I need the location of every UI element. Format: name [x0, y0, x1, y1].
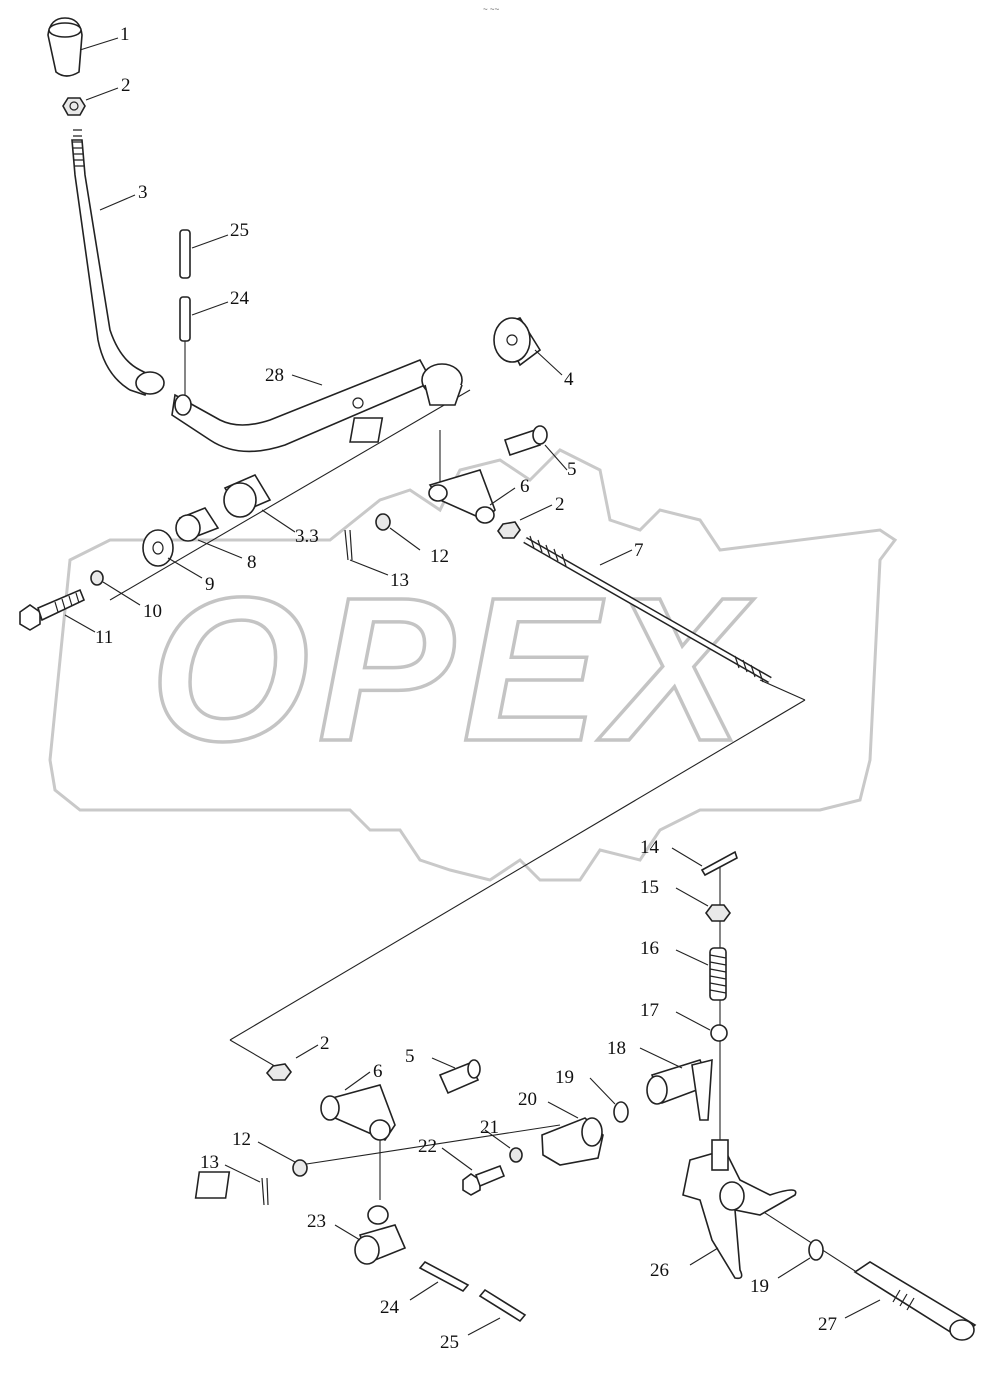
callout-2-mid: 2 [555, 494, 565, 515]
callout-labels: 1 2 3 25 24 28 4 5 6 2 3.3 8 9 10 11 12 … [95, 24, 837, 1353]
part-13-cotter-top [344, 529, 353, 561]
callout-5: 5 [567, 459, 577, 480]
callout-9: 9 [205, 574, 215, 595]
callout-28: 28 [265, 365, 284, 386]
callout-19: 19 [555, 1067, 574, 1088]
part-15-nut [705, 904, 731, 922]
callout-19-lower: 19 [750, 1276, 769, 1297]
callout-12: 12 [430, 546, 449, 567]
part-25-pin-top [179, 229, 191, 279]
leader-lines [64, 37, 881, 1336]
part-19-washer-lower [808, 1239, 824, 1261]
watermark: OPEX [48, 448, 898, 882]
part-8-spacer [175, 507, 220, 542]
callout-1: 1 [120, 24, 130, 45]
part-27-rail [853, 1261, 977, 1341]
part-3-lever [71, 129, 165, 397]
part-2-nut-top [62, 97, 86, 116]
callout-15: 15 [640, 877, 659, 898]
part-5-bolt-top [503, 425, 548, 457]
part-11-bolt [19, 588, 86, 631]
callout-11: 11 [95, 627, 113, 648]
callout-14: 14 [640, 837, 660, 858]
callout-3-3: 3.3 [295, 526, 319, 547]
callout-5-lower: 5 [405, 1046, 415, 1067]
top-mark: ~ ~~ [483, 5, 500, 14]
callout-12-lower: 12 [232, 1129, 251, 1150]
callout-2-lower: 2 [320, 1033, 330, 1054]
callout-7: 7 [634, 540, 644, 561]
part-20-flange [541, 1117, 604, 1166]
callout-27: 27 [818, 1314, 837, 1335]
part-10-washer [90, 570, 104, 586]
callout-24-lower: 24 [380, 1297, 400, 1318]
part-16-spring [709, 947, 727, 1001]
callout-6: 6 [520, 476, 530, 497]
callout-16: 16 [640, 938, 659, 959]
part-2-nut-lower [265, 1063, 292, 1081]
part-12-washer-lower [292, 1159, 308, 1177]
callout-2: 2 [121, 75, 131, 96]
part-19-washer [613, 1101, 629, 1123]
callout-3: 3 [138, 182, 148, 203]
part-25-pin-lower [478, 1288, 527, 1323]
watermark-gear-outline [48, 448, 898, 882]
watermark-text: OPEX [150, 555, 754, 784]
callout-25: 25 [230, 220, 249, 241]
part-6-clevis-lower [320, 1084, 396, 1142]
callout-10: 10 [143, 601, 162, 622]
part-4-bushing [493, 317, 542, 367]
callout-23: 23 [307, 1211, 326, 1232]
part-9-washer [142, 529, 174, 567]
callout-13: 13 [390, 570, 409, 591]
callout-13-lower: 13 [200, 1152, 219, 1173]
callout-22: 22 [418, 1136, 437, 1157]
part-26-fork [682, 1139, 797, 1280]
part-6-clevis-top [428, 469, 496, 524]
part-23-arm [194, 1171, 407, 1265]
callout-17: 17 [640, 1000, 659, 1021]
callout-8: 8 [247, 552, 257, 573]
part-1-knob [47, 17, 83, 77]
callout-24: 24 [230, 288, 250, 309]
part-28-arm-clevis [349, 363, 463, 443]
part-22-bolt [462, 1164, 506, 1196]
callout-21: 21 [480, 1117, 499, 1138]
part-13-cotter-lower [261, 1177, 269, 1206]
callout-20: 20 [518, 1089, 537, 1110]
callout-18: 18 [607, 1038, 626, 1059]
callout-25-lower: 25 [440, 1332, 459, 1353]
part-17-ball [710, 1024, 728, 1042]
part-5-bolt-lower [438, 1059, 481, 1095]
callout-6-lower: 6 [373, 1061, 383, 1082]
part-7-threaded-rod [523, 535, 772, 684]
part-24-pin-lower [418, 1260, 470, 1293]
assembly-lines [109, 340, 901, 1301]
part-24-pin-top [179, 296, 191, 342]
part-21-washer [509, 1147, 523, 1163]
part-18-selector-shaft [646, 1058, 713, 1121]
part-14-cotter-pin [700, 850, 738, 877]
callout-26: 26 [650, 1260, 669, 1281]
callout-4: 4 [564, 369, 574, 390]
part-2-nut-middle [497, 521, 521, 539]
part-3-3-sleeve [223, 473, 272, 518]
part-28-shaft [171, 358, 434, 453]
part-12-washer-top [375, 513, 391, 531]
